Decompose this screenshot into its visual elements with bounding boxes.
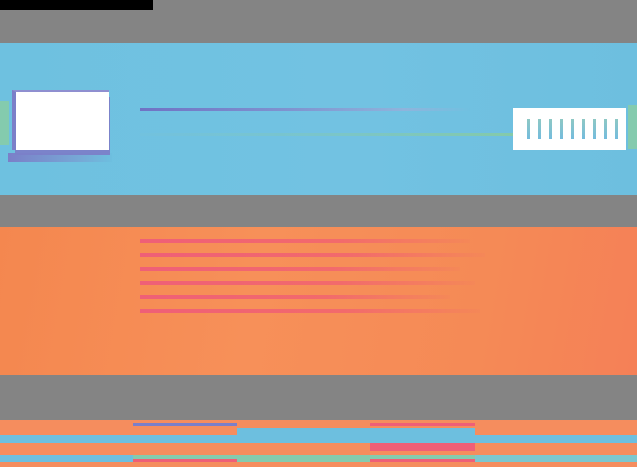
stripe-segment	[0, 462, 637, 467]
bottom-gray-bar	[0, 375, 637, 420]
stripe-overlay	[133, 423, 237, 426]
stripe-segment	[475, 420, 637, 428]
stripe-segment	[0, 451, 637, 455]
text-line	[140, 281, 475, 285]
stripe-segment	[237, 428, 475, 435]
text-line	[140, 253, 485, 257]
tick-mark	[549, 119, 552, 139]
stripe-row	[0, 428, 637, 435]
text-line	[140, 239, 470, 243]
stripe-row	[0, 420, 637, 428]
tick-mark	[604, 119, 607, 139]
stripe-row	[0, 435, 637, 443]
stripe-segment	[0, 435, 637, 443]
stripe-segment	[0, 420, 133, 428]
top-gray-bar	[0, 10, 637, 43]
stripe-overlay	[370, 423, 475, 426]
stripe-segment	[133, 455, 475, 462]
stripe-segment	[0, 455, 133, 462]
stripe-segment	[475, 443, 637, 451]
tick-mark	[527, 119, 530, 139]
stripe-row	[0, 451, 637, 455]
tick-mark	[538, 119, 541, 139]
striped-footer-panel	[0, 420, 637, 467]
tick-mark	[560, 119, 563, 139]
middle-gray-bar	[0, 195, 637, 227]
right-green-edge-accent	[628, 105, 637, 149]
preview-card-shadow	[8, 153, 112, 162]
secondary-content-panel	[0, 227, 637, 467]
text-line	[140, 309, 480, 313]
stripe-row	[0, 455, 637, 462]
title-rule	[140, 108, 470, 111]
tick-mark	[571, 119, 574, 139]
stripe-segment	[370, 443, 475, 451]
text-line	[140, 267, 460, 271]
stripe-row	[0, 462, 637, 467]
blue-tick-panel[interactable]	[513, 108, 626, 150]
left-green-edge-accent	[0, 101, 9, 145]
subtitle-rule	[140, 133, 520, 136]
stripe-segment	[0, 428, 237, 435]
tick-mark	[615, 119, 618, 139]
tick-mark	[593, 119, 596, 139]
primary-content-panel	[0, 43, 637, 195]
stripe-row	[0, 443, 637, 451]
stripe-segment	[475, 428, 637, 435]
tick-mark	[582, 119, 585, 139]
top-notch-bar	[153, 0, 637, 10]
stripe-segment	[0, 443, 370, 451]
text-line	[140, 295, 450, 299]
preview-card[interactable]	[12, 90, 109, 150]
stripe-overlay	[370, 459, 475, 462]
stripe-overlay	[133, 459, 237, 462]
stripe-segment	[237, 420, 370, 428]
stripe-segment	[475, 455, 637, 462]
